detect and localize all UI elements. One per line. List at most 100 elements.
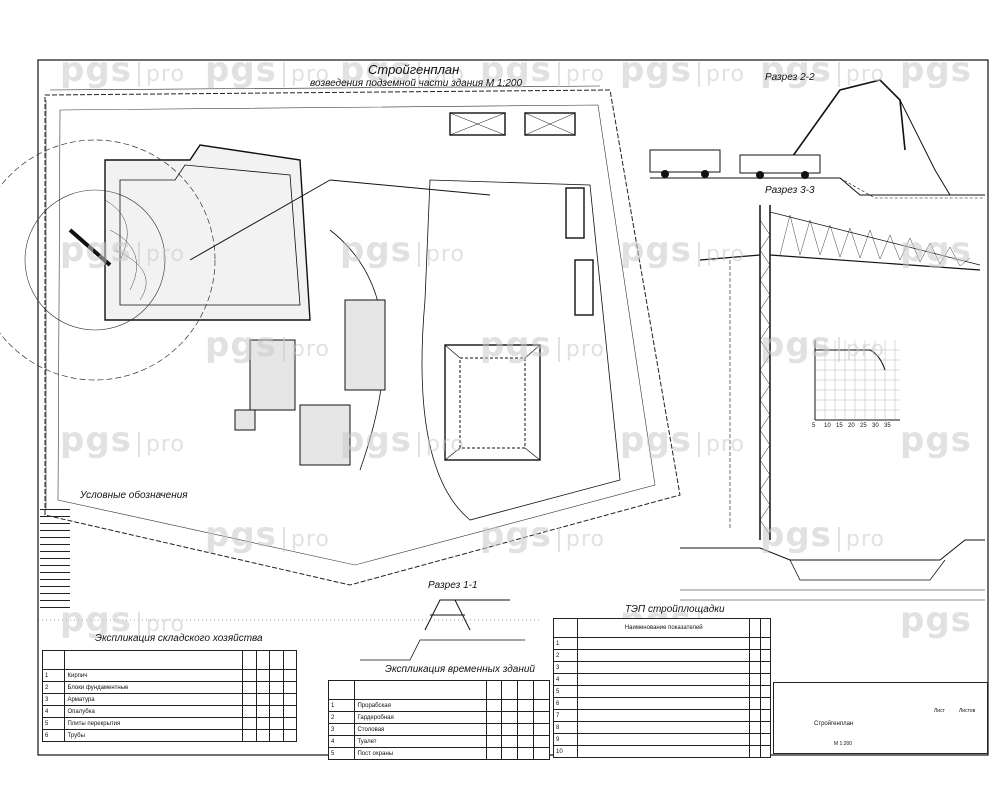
table-cell — [242, 717, 257, 730]
legend-item — [40, 589, 150, 597]
table-header-cell — [242, 650, 257, 670]
table-cell — [533, 711, 550, 724]
table-cell — [749, 697, 761, 710]
table-cell — [517, 747, 535, 760]
table-cell — [255, 729, 271, 742]
table-header-cell — [485, 680, 503, 700]
table-cell — [577, 661, 751, 674]
section-1-1-title: Разрез 1-1 — [428, 580, 478, 591]
legend-item — [40, 554, 150, 562]
storage-area-3 — [249, 339, 296, 411]
table-cell — [485, 723, 503, 736]
table-row: 2 — [552, 649, 772, 662]
table-cell: 3 — [552, 661, 579, 674]
legend-item — [40, 561, 150, 569]
plan-subtitle: возведения подземной части здания М 1:20… — [310, 78, 523, 89]
table-header-cell — [552, 618, 579, 638]
table-cell — [255, 693, 271, 706]
crane-jib-33 — [769, 254, 981, 271]
table-cell: Опалубка — [64, 705, 244, 718]
excavation-22 — [839, 177, 985, 199]
table-cell: Пост охраны — [354, 747, 487, 760]
table-cell: 2 — [552, 649, 579, 662]
table-cell: Гардеробная — [354, 711, 487, 724]
crane-jib — [189, 179, 331, 261]
table-header-cell — [759, 618, 772, 638]
table-header-row — [327, 680, 550, 700]
table-cell: 1 — [327, 699, 356, 712]
table-cell — [759, 745, 772, 758]
temp-building-4 — [574, 259, 594, 316]
legend-item — [40, 512, 150, 520]
table-cell — [242, 669, 257, 682]
table-cell: Прорабская — [354, 699, 487, 712]
table-cell — [749, 649, 761, 662]
table-cell: 5 — [327, 747, 356, 760]
section-3-3-title: Разрез 3-3 — [765, 185, 815, 196]
table-cell: 4 — [41, 705, 66, 718]
table-cell — [759, 649, 772, 662]
graph-tick-label: 15 — [836, 423, 843, 429]
stamp-sheets: Листов — [959, 708, 976, 714]
legend-item — [40, 603, 150, 611]
legend-item — [40, 540, 150, 548]
legend-line-sample — [40, 586, 70, 587]
table-row: 6 — [552, 697, 772, 710]
table-header-cell — [501, 680, 519, 700]
legend-title: Условные обозначения — [80, 490, 188, 501]
table-cell — [577, 745, 751, 758]
table-cell — [759, 685, 772, 698]
table-cell — [269, 693, 284, 706]
legend-line-sample — [40, 607, 70, 608]
table-cell — [485, 747, 503, 760]
truck-wheel-1 — [661, 170, 669, 178]
table-cell: 2 — [327, 711, 356, 724]
legend-item — [40, 582, 150, 590]
table-cell: 1 — [41, 669, 66, 682]
table-cell — [749, 637, 761, 650]
table-cell: Трубы — [64, 729, 244, 742]
table-cell — [255, 705, 271, 718]
table-header-cell — [327, 680, 356, 700]
table-cell — [269, 681, 284, 694]
table-cell — [269, 717, 284, 730]
table-cell — [533, 723, 550, 736]
ground-pit-33 — [789, 559, 946, 581]
table-cell — [517, 711, 535, 724]
table-cell — [501, 735, 519, 748]
stamp-sheet: Лист — [934, 708, 945, 714]
dim-top — [49, 85, 601, 91]
legend-line-sample — [40, 509, 70, 510]
table-cell: 7 — [552, 709, 579, 722]
pump-boom — [789, 79, 906, 161]
table-cell: 10 — [552, 745, 579, 758]
crane-radius-inner — [24, 189, 166, 331]
table-header-cell: Наименование показателей — [577, 618, 751, 638]
building-corner-3 — [444, 447, 461, 461]
temp-building-1-x — [449, 112, 506, 136]
slope-hatch — [104, 199, 147, 301]
table-cell — [501, 699, 519, 712]
pump-truck — [739, 154, 821, 174]
table-cell — [577, 649, 751, 662]
table-header-cell — [41, 650, 66, 670]
graph-tick-label: 35 — [884, 423, 891, 429]
table-cell: 6 — [41, 729, 66, 742]
table-cell — [749, 709, 761, 722]
table-cell — [759, 661, 772, 674]
road-curve — [421, 179, 621, 521]
table-cell — [517, 699, 535, 712]
table-header-cell — [533, 680, 550, 700]
table-cell — [242, 693, 257, 706]
table-cell: Туалет — [354, 735, 487, 748]
legend-line-sample — [40, 523, 70, 524]
legend-line-sample — [40, 530, 70, 531]
table-cell — [749, 661, 761, 674]
table-cell — [255, 717, 271, 730]
